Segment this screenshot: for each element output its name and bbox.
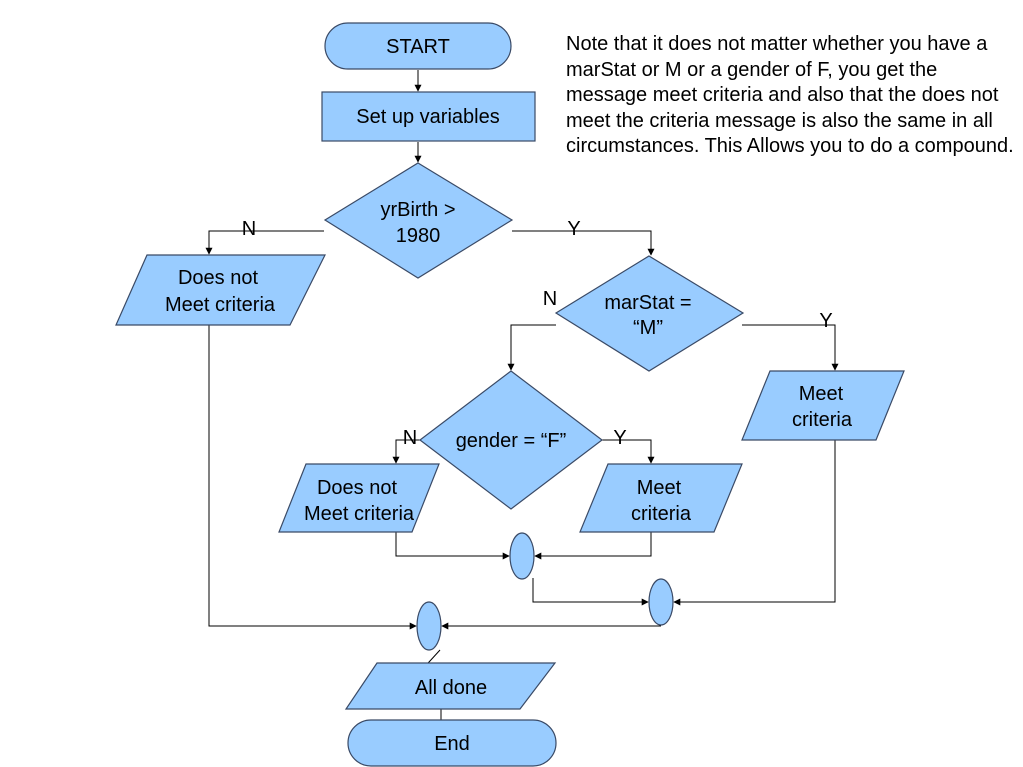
- not-meet-criteria-2-box: [278, 463, 440, 533]
- decision2-label-line1: marStat =: [604, 292, 691, 314]
- edge-decision2-no: [507, 324, 556, 371]
- decision1-label-line2: 1980: [396, 225, 441, 247]
- decision1-label-line1: yrBirth >: [380, 199, 455, 221]
- edge-notmeet1-merge3: [208, 325, 417, 630]
- start-terminator: [324, 22, 512, 70]
- connectors: [205, 70, 839, 720]
- not-meet-criteria-1-box: [115, 254, 326, 326]
- shapes: [115, 22, 905, 767]
- edge-decision3-no: [392, 439, 420, 464]
- edge-decision2-yes: [742, 324, 839, 371]
- meet-criteria-1-box: [741, 370, 905, 441]
- edge-decision1-yes: [512, 230, 655, 256]
- setup-process: [321, 91, 536, 142]
- all-done-box: [344, 662, 557, 710]
- end-terminator: [347, 719, 557, 767]
- edge-decision1-no: [205, 230, 324, 255]
- not-meet-criteria-1-line2: Meet criteria: [165, 294, 276, 316]
- merge-connector-3: [416, 601, 442, 651]
- decision2-diamond: [554, 255, 745, 372]
- decision2-no-label: N: [543, 288, 557, 310]
- start-label: START: [386, 36, 450, 58]
- not-meet-criteria-1-line1: Does not: [178, 267, 258, 289]
- meet-criteria-2-line1: Meet: [637, 477, 682, 499]
- decision3-label: gender = “F”: [456, 430, 567, 452]
- edge-merge1-merge2: [532, 578, 649, 606]
- edge-notmeet2-merge1: [395, 532, 510, 560]
- decision1-diamond: [323, 162, 514, 279]
- edge-meet2-merge1: [534, 532, 652, 560]
- not-meet-criteria-2-line1: Does not: [317, 477, 397, 499]
- all-done-label: All done: [415, 677, 487, 699]
- branch-labels: N Y N Y N Y: [242, 218, 833, 449]
- setup-label: Set up variables: [356, 106, 499, 128]
- explanation-note: Note that it does not matter whether you…: [566, 33, 1014, 157]
- decision2-yes-label: Y: [819, 310, 832, 332]
- decision3-diamond: [419, 370, 603, 510]
- meet-criteria-2-box: [579, 463, 743, 533]
- not-meet-criteria-2-line2: Meet criteria: [304, 503, 415, 525]
- merge-connector-2: [648, 578, 674, 626]
- meet-criteria-2-line2: criteria: [631, 503, 692, 525]
- decision3-no-label: N: [403, 427, 417, 449]
- decision1-no-label: N: [242, 218, 256, 240]
- decision3-yes-label: Y: [613, 427, 626, 449]
- decision1-yes-label: Y: [567, 218, 580, 240]
- edge-meet1-merge2: [673, 440, 836, 606]
- decision2-label-line2: “M”: [633, 317, 663, 339]
- node-labels: START Set up variables yrBirth > 1980 Do…: [165, 36, 853, 755]
- merge-connector-1: [509, 532, 535, 580]
- meet-criteria-1-line1: Meet: [799, 383, 844, 405]
- end-label: End: [434, 733, 470, 755]
- meet-criteria-1-line2: criteria: [792, 409, 853, 431]
- edge-decision3-yes: [602, 439, 655, 464]
